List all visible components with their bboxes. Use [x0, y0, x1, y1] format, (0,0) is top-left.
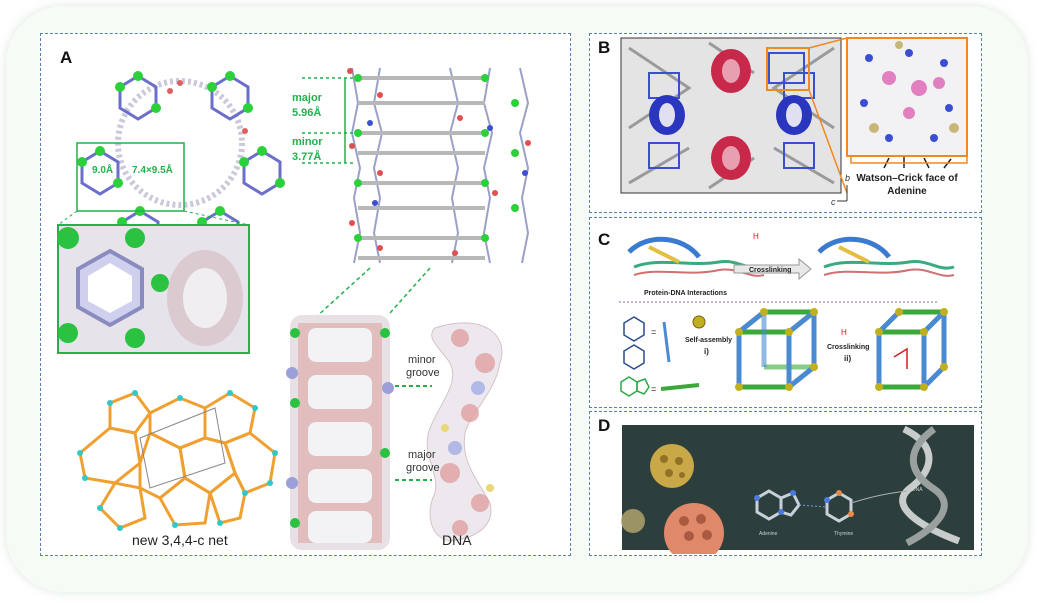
pore-size-small: 9.0Å: [92, 163, 113, 176]
step-ii-label: ii): [844, 354, 851, 363]
panel-b-art: b c Watson–Crick face of Adenine: [620, 37, 968, 207]
step-i-label: i): [704, 347, 709, 356]
formaldehyde-1: H: [753, 232, 759, 241]
linker-legend: =: [623, 316, 671, 370]
crosslinking-label-1: Crosslinking: [749, 267, 791, 274]
watson-crick-caption-1: Watson–Crick face of: [856, 173, 958, 184]
panel-c-label: C: [598, 230, 611, 249]
thymine-label: Thymine: [834, 531, 853, 537]
dna-surface: [426, 322, 503, 542]
pore-size-large: 7.4×9.5Å: [132, 163, 173, 176]
pore-zoom-inset: [57, 224, 250, 354]
panel-a-label: A: [60, 48, 73, 67]
spacing-markers: [302, 77, 355, 164]
major-groove-label-2: groove: [406, 462, 440, 474]
groove-structure: [347, 67, 531, 264]
fullerene-yellow: [650, 444, 694, 488]
major-label: major: [292, 92, 323, 104]
net-topology: [78, 391, 277, 530]
cube-framework-1: [736, 309, 817, 390]
major-groove-label-1: major: [408, 449, 436, 461]
space-filling-channel: [286, 315, 394, 550]
fullerene-small: [621, 509, 645, 533]
metal-node-icon: [692, 315, 706, 329]
svg-text:=: =: [651, 327, 656, 337]
cube-framework-2: [876, 309, 947, 390]
base-pair: [754, 489, 854, 523]
minor-value: 3.77Å: [292, 150, 321, 163]
pore-highlight-box: [76, 142, 185, 212]
groove-arrows: [395, 385, 432, 481]
panel-d-art: Adenine Thymine DNA: [621, 425, 974, 554]
watson-crick-caption-2: Adenine: [887, 186, 927, 197]
panel-b-label: B: [598, 38, 611, 57]
dna-helix: [899, 425, 961, 547]
fullerene-orange: [664, 503, 724, 554]
minor-groove-label-1: minor: [408, 354, 436, 366]
panel-d-label: D: [598, 416, 611, 435]
protein-dna-after: [817, 236, 955, 277]
axis-b-label: b: [845, 173, 850, 183]
dna-label: DNA: [912, 487, 923, 493]
formaldehyde-2: H: [841, 328, 847, 337]
dna-caption: DNA: [442, 532, 472, 548]
major-value: 5.96Å: [292, 106, 321, 119]
panel-a-art: 9.0Å 7.4×9.5Å new 3,4,4-c net: [57, 67, 531, 550]
panel-c-art: Protein-DNA Interactions H Crosslinking …: [619, 232, 955, 397]
net-nodes: [77, 390, 278, 531]
svg-text:=: =: [651, 384, 656, 394]
crosslinking-label-2: Crosslinking: [827, 344, 869, 351]
self-assembly-label: Self-assembly: [685, 337, 732, 344]
minor-groove-label-2: groove: [406, 367, 440, 379]
crosslinking-arrow-1: [733, 257, 812, 281]
protein-dna-label: Protein-DNA Interactions: [644, 290, 727, 297]
minor-label: minor: [292, 136, 323, 148]
net-caption: new 3,4,4-c net: [132, 532, 228, 548]
axis-c-label: c: [831, 197, 836, 207]
adenine-legend: =: [620, 376, 700, 397]
adenine-label: Adenine: [759, 531, 778, 537]
